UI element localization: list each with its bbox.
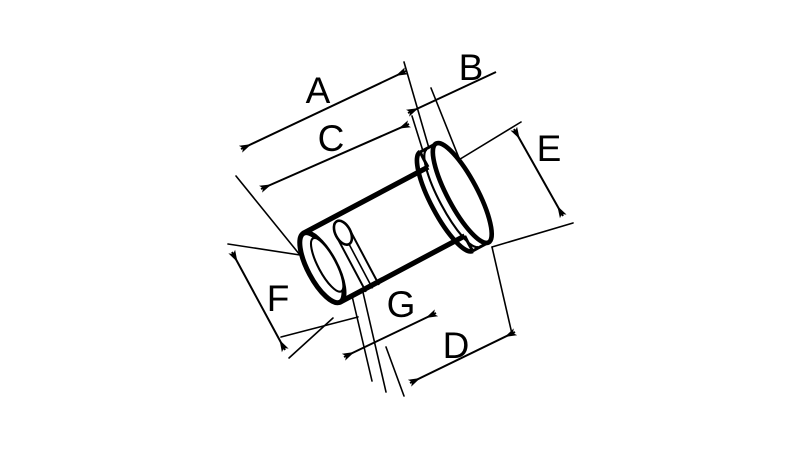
extension-line-d-left	[385, 346, 405, 397]
extension-line-left-shank	[235, 175, 301, 256]
extension-line-head-top	[451, 121, 522, 165]
extension-line-left-bottom	[288, 317, 334, 359]
extension-line-left-lower	[227, 243, 301, 256]
dimension-lines	[228, 67, 567, 387]
pin-cross-hole	[332, 219, 380, 293]
head-shoulder-bottom	[463, 235, 474, 252]
extension-line-f-bottom	[280, 316, 359, 338]
pin-end-face	[297, 230, 347, 306]
dimension-label-C: C	[318, 118, 345, 159]
dimension-label-F: F	[267, 278, 290, 319]
dimension-line-D	[407, 328, 518, 387]
dimension-line-C	[259, 120, 411, 193]
shank-bottom-edge	[337, 233, 468, 305]
dimension-label-A: A	[306, 70, 331, 111]
dimension-line-B	[405, 71, 497, 117]
head-top-edge	[419, 142, 437, 154]
extension-line-head-bottom	[491, 222, 574, 248]
head-front-rim	[414, 150, 474, 254]
dimension-label-D: D	[443, 325, 470, 366]
cross-hole-wall-right	[349, 229, 380, 286]
dimension-labels: A B C D E F G	[267, 47, 562, 366]
cross-hole-wall-mid	[348, 243, 374, 289]
dimension-line-G	[341, 309, 439, 361]
pin-head-flange	[414, 140, 495, 254]
dimension-label-G: G	[387, 284, 416, 325]
dimension-label-E: E	[537, 128, 562, 169]
dimension-label-B: B	[459, 47, 484, 88]
head-inner-rim	[423, 148, 479, 249]
end-face-chamfer	[309, 236, 345, 293]
extension-line-head-back	[430, 87, 464, 169]
head-shoulder-top	[418, 151, 430, 168]
clevis-pin-body	[297, 140, 495, 306]
dimension-line-F	[228, 249, 289, 353]
dimension-line-E	[510, 126, 567, 219]
head-bottom-edge	[471, 241, 490, 253]
cross-hole-wall-left	[335, 236, 367, 293]
extension-line-right-vertical	[491, 246, 513, 335]
